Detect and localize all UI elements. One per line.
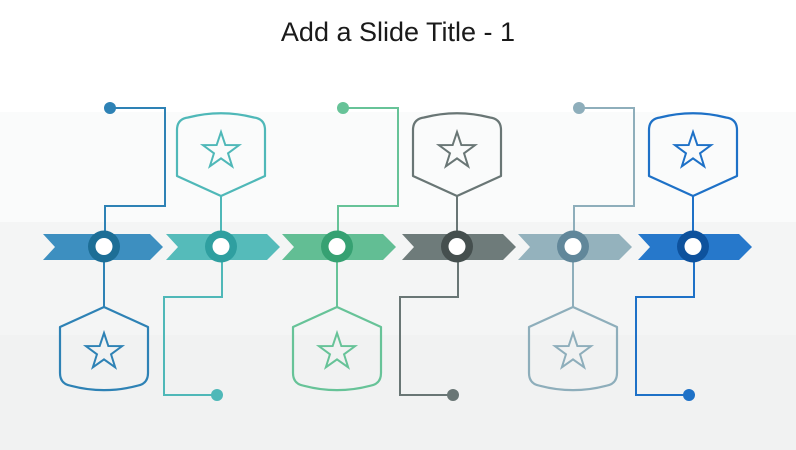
connector-line-2: [163, 261, 223, 396]
badge-shield-4[interactable]: [411, 112, 503, 198]
connector-line-4: [399, 261, 459, 396]
star-icon-2: [199, 128, 243, 169]
connector-dot-5[interactable]: [573, 102, 585, 114]
badge-shield-3[interactable]: [291, 305, 383, 392]
star-icon-4: [435, 128, 479, 169]
connector-line-6: [635, 261, 695, 396]
milestone-circle-center-5: [564, 238, 582, 255]
connector-line-3: [337, 107, 399, 232]
badge-shield-5[interactable]: [527, 305, 619, 392]
milestone-circle-center-3: [328, 238, 346, 255]
connector-dot-4[interactable]: [447, 389, 459, 401]
milestone-circle-center-1: [95, 238, 113, 255]
connector-dot-3[interactable]: [337, 102, 349, 114]
milestone-circle-center-4: [448, 238, 466, 255]
milestone-circle-center-6: [684, 238, 702, 255]
connector-line-5: [573, 107, 635, 232]
connector-dot-1[interactable]: [104, 102, 116, 114]
star-icon-3: [315, 329, 359, 370]
star-icon-6: [671, 128, 715, 169]
star-icon-1: [82, 329, 126, 370]
connector-dot-2[interactable]: [211, 389, 223, 401]
milestone-circle-center-2: [212, 238, 230, 255]
slide-title[interactable]: Add a Slide Title - 1: [280, 17, 516, 47]
star-icon-5: [551, 329, 595, 370]
connector-dot-6[interactable]: [683, 389, 695, 401]
badge-shield-1[interactable]: [58, 305, 150, 392]
chevron-band-layer: [43, 234, 752, 260]
connector-line-1: [104, 107, 166, 232]
connector-layer: [58, 102, 739, 401]
badge-shield-6[interactable]: [647, 112, 739, 198]
milestone-circle-layer: [88, 230, 709, 263]
badge-shield-2[interactable]: [175, 112, 267, 198]
